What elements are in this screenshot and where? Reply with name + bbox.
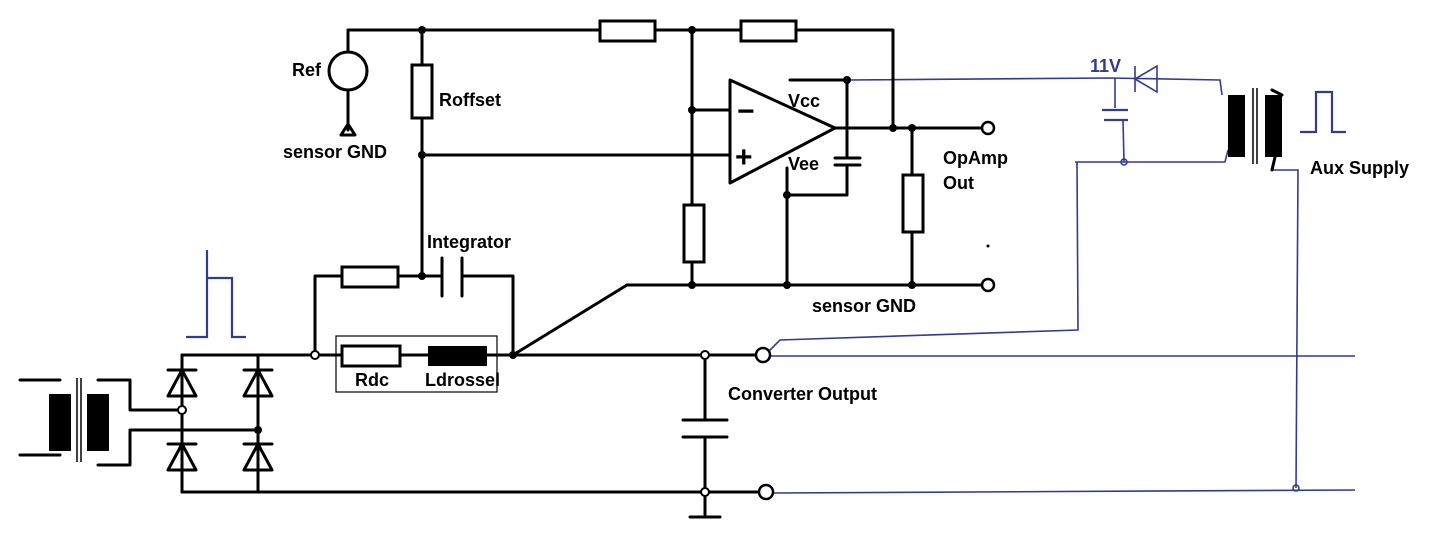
ref-source — [327, 50, 369, 137]
integrator-resistor — [340, 265, 400, 289]
output-load-resistor — [901, 173, 925, 234]
aux-transformer — [1228, 88, 1284, 172]
rdc-ldrossel-box — [335, 335, 498, 393]
main-wiring — [18, 28, 987, 519]
opamp-plus-label: + — [735, 141, 753, 174]
voltage-11v-label: 11V — [1090, 56, 1121, 76]
input-pulse-waveform — [186, 250, 246, 339]
aux-supply-wiring — [764, 77, 1356, 494]
sensor-gnd-bottom-label: sensor GND — [812, 296, 916, 316]
top-resistor-left — [598, 19, 657, 43]
ldrossel-inductor — [428, 346, 487, 366]
opamp-minus-label: − — [737, 95, 755, 128]
opamp-out-label-1: OpAmp — [943, 148, 1008, 168]
labels: Ref sensor GND Roffset Integrator Vcc Ve… — [283, 56, 1409, 404]
vee-label: Vee — [788, 154, 819, 174]
converter-output-label: Converter Output — [728, 384, 877, 404]
bridge-rectifier — [166, 368, 274, 472]
terminals — [754, 120, 996, 501]
capacitors — [440, 156, 862, 439]
ldrossel-label: Ldrossel — [425, 370, 500, 390]
junction-dots — [177, 26, 990, 497]
sensor-gnd-top-label: sensor GND — [283, 142, 387, 162]
vcc-label: Vcc — [788, 91, 820, 111]
opamp-out-label-2: Out — [943, 173, 974, 193]
ref-label: Ref — [292, 60, 322, 80]
opamp — [728, 78, 837, 185]
roffset-label: Roffset — [439, 90, 501, 110]
aux-diode — [1133, 64, 1158, 94]
rdc-resistor — [340, 344, 402, 368]
integrator-label: Integrator — [427, 232, 511, 252]
aux-supply-label: Aux Supply — [1310, 158, 1409, 178]
roffset-resistor — [410, 63, 434, 120]
resistors — [340, 19, 925, 368]
divider-resistor — [682, 203, 706, 264]
input-transformer — [49, 378, 109, 462]
rdc-label: Rdc — [355, 370, 389, 390]
aux-pulse-waveform — [1300, 90, 1346, 134]
top-resistor-right — [739, 19, 798, 43]
